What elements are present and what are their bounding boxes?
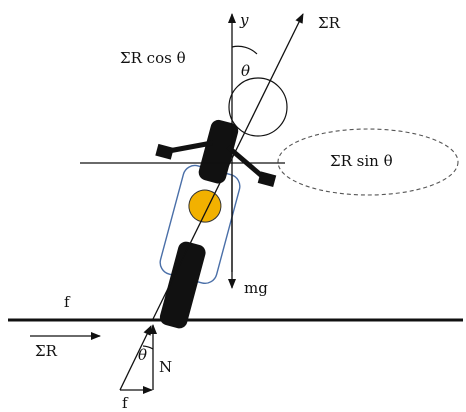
label-friction-ground: f bbox=[64, 293, 71, 311]
label-theta-bottom: θ bbox=[138, 346, 147, 364]
label-sum-r-sin: ΣR sin θ bbox=[330, 152, 393, 170]
label-sum-r-ground: ΣR bbox=[35, 342, 58, 360]
label-sum-r-cos: ΣR cos θ bbox=[120, 49, 186, 67]
hand-grip-right bbox=[257, 171, 277, 188]
rider-head bbox=[228, 77, 288, 137]
horizontal-component-callout bbox=[277, 128, 459, 196]
front-wheel bbox=[198, 119, 239, 184]
theta-arc-top bbox=[231, 45, 258, 55]
hand-grip-left bbox=[155, 143, 174, 160]
theta-arc-bottom bbox=[142, 345, 154, 350]
label-weight: mg bbox=[244, 279, 268, 297]
rear-wheel bbox=[159, 241, 206, 329]
label-theta-top: θ bbox=[241, 62, 250, 80]
label-y-axis: y bbox=[239, 11, 249, 29]
label-sum-r-axis: ΣR bbox=[318, 14, 341, 32]
label-friction-bottom: f bbox=[122, 394, 129, 412]
resultant-force-arrow bbox=[119, 325, 152, 391]
resultant-axis-arrow bbox=[152, 13, 304, 320]
label-normal-force: N bbox=[159, 358, 172, 376]
